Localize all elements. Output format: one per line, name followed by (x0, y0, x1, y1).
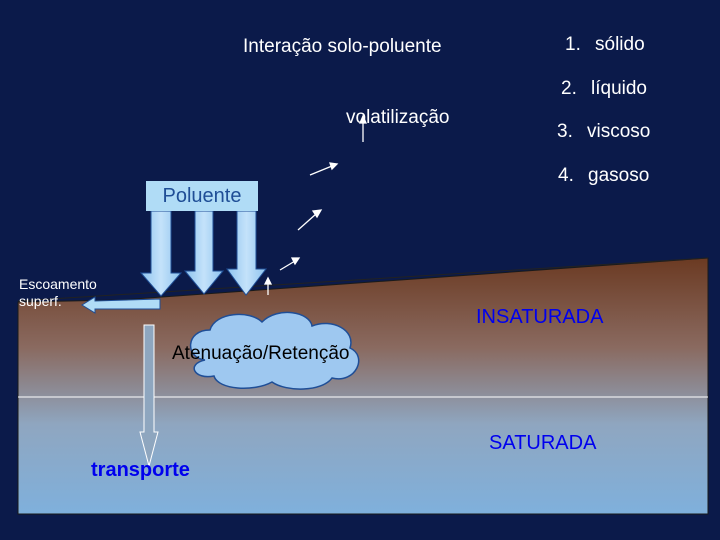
infiltration-arrow-1 (141, 211, 181, 296)
state-item-gaseous: 4.gasoso (558, 165, 649, 187)
state-number: 4. (558, 165, 588, 187)
state-label: sólido (595, 34, 645, 55)
state-item-liquid: 2.líquido (561, 78, 647, 100)
unsaturated-zone-label: INSATURADA (476, 306, 603, 329)
state-label: gasoso (588, 165, 649, 186)
attenuation-label: Atenuação/Retenção (172, 343, 349, 365)
volatilization-arrow-2-head (292, 258, 299, 264)
volatilization-label: volatilização (346, 107, 450, 129)
pollutant-box: Poluente (146, 181, 258, 211)
volatilization-arrow-1-head (265, 278, 271, 284)
state-item-solid: 1.sólido (565, 34, 645, 56)
state-item-viscous: 3.viscoso (557, 121, 650, 143)
saturated-zone-label: SATURADA (489, 432, 596, 455)
runoff-label-line2: superf. (19, 293, 97, 310)
runoff-label-line1: Escoamento (19, 276, 97, 293)
volatilization-arrows (265, 116, 366, 295)
state-label: líquido (591, 78, 647, 99)
state-number: 2. (561, 78, 591, 100)
diagram-title: Interação solo-poluente (243, 36, 442, 58)
runoff-label: Escoamento superf. (19, 276, 97, 310)
volatilization-arrow-3 (298, 214, 316, 230)
volatilization-arrow-2 (280, 261, 295, 270)
infiltration-arrow-3 (227, 211, 266, 295)
state-number: 3. (557, 121, 587, 143)
infiltration-arrow-2 (185, 211, 223, 294)
state-number: 1. (565, 34, 595, 56)
transport-label: transporte (91, 459, 190, 482)
volatilization-arrow-4-head (330, 163, 337, 169)
volatilization-arrow-4 (310, 166, 332, 175)
state-label: viscoso (587, 121, 650, 142)
